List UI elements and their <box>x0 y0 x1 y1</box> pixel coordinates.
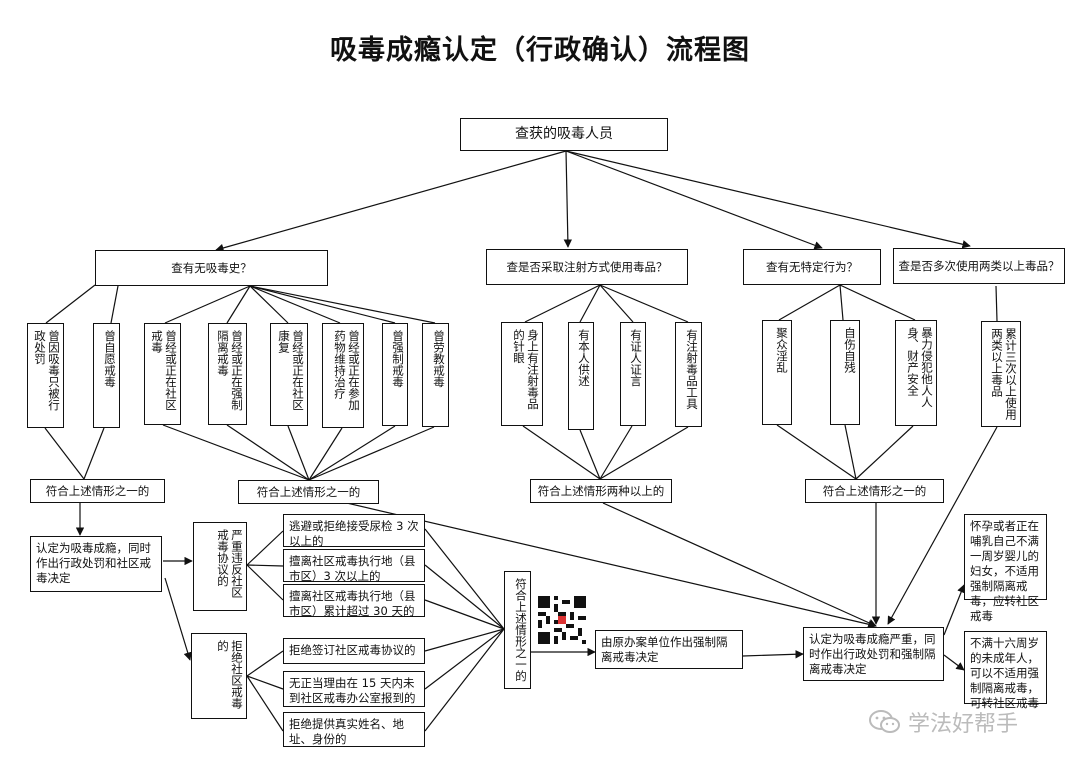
inject-tools: 有注射毒品工具 <box>675 322 702 427</box>
history-methadone: 曾经或正在参加药物维持治疗 <box>322 323 364 428</box>
condition-box-3: 符合上述情形两种以上的 <box>530 479 672 503</box>
question-drug-history: 查有无吸毒史？ <box>95 250 328 286</box>
refuse-community-rehab: 拒绝社区戒毒的 <box>191 633 247 719</box>
history-labor-rehab: 曾劳教戒毒 <box>422 323 449 427</box>
multi-drug-use: 累计三次以上使用两类以上毒品 <box>981 321 1021 427</box>
qr-code-image <box>538 596 586 644</box>
history-forced-isolation: 曾经或正在强制隔离戒毒 <box>208 323 247 425</box>
note-minors: 不满十六周岁的未成年人，可以不适用强制隔离戒毒，可转社区戒毒 <box>964 631 1047 710</box>
behavior-group-sex: 聚众淫乱 <box>762 320 792 425</box>
condition-mid: 符合上述情形之一的 <box>504 571 531 689</box>
question-multi-drug: 查是否多次使用两类以上毒品？ <box>893 248 1065 284</box>
item-not-report: 无正当理由在 15 天内未到社区戒毒办公室报到的 <box>283 671 425 707</box>
behavior-self-harm: 自伤自残 <box>830 320 860 425</box>
history-voluntary: 曾自愿戒毒 <box>93 323 120 428</box>
watermark-text: 学法好帮手 <box>908 712 1019 737</box>
history-admin-penalty: 曾因吸毒只被行政处罚 <box>27 323 64 428</box>
page-title: 吸毒成瘾认定（行政确认）流程图 <box>330 35 750 66</box>
history-community-rehab: 曾经或正在社区戒毒 <box>144 323 181 425</box>
item-refuse-sign: 拒绝签订社区戒毒协议的 <box>283 638 425 664</box>
history-community-recovery: 曾经或正在社区康复 <box>270 323 308 426</box>
inject-needle-marks: 身上有注射毒品的针眼 <box>501 322 543 426</box>
watermark: 学法好帮手 <box>868 706 1018 738</box>
wechat-icon <box>869 710 900 733</box>
item-urine-test: 逃避或拒绝接受尿检 3 次以上的 <box>283 514 425 548</box>
history-forced-rehab: 曾强制戒毒 <box>382 323 408 426</box>
decision-addiction-community: 认定为吸毒成瘾，同时作出行政处罚和社区戒毒决定 <box>30 536 162 592</box>
item-refuse-identity: 拒绝提供真实姓名、地址、身份的 <box>283 712 425 747</box>
condition-box-1: 符合上述情形之一的 <box>30 479 165 503</box>
item-leave-30-days: 擅离社区戒毒执行地（县市区）累计超过 30 天的 <box>283 584 425 618</box>
item-leave-3-times: 擅离社区戒毒执行地（县市区）3 次以上的 <box>283 549 425 583</box>
condition-box-2: 符合上述情形之一的 <box>238 480 379 504</box>
inject-confession: 有本人供述 <box>568 322 594 430</box>
question-injection: 查是否采取注射方式使用毒品？ <box>486 249 688 285</box>
condition-box-4: 符合上述情形之一的 <box>805 479 944 503</box>
violation-agreement: 严重违反社区戒毒协议的 <box>193 522 247 611</box>
root-box: 查获的吸毒人员 <box>460 118 668 151</box>
inject-witness: 有证人证言 <box>620 322 646 426</box>
question-behavior: 查有无特定行为？ <box>743 249 881 285</box>
forced-isolation-decision: 由原办案单位作出强制隔离戒毒决定 <box>595 630 743 669</box>
behavior-violence: 暴力侵犯他人人身、财产安全 <box>895 320 937 426</box>
decision-severe-addiction: 认定为吸毒成瘾严重，同时作出行政处罚和强制隔离戒毒决定 <box>803 627 944 681</box>
note-pregnant-women: 怀孕或者正在哺乳自己不满一周岁婴儿的妇女，不适用强制隔离戒毒，应转社区戒毒 <box>964 514 1047 623</box>
